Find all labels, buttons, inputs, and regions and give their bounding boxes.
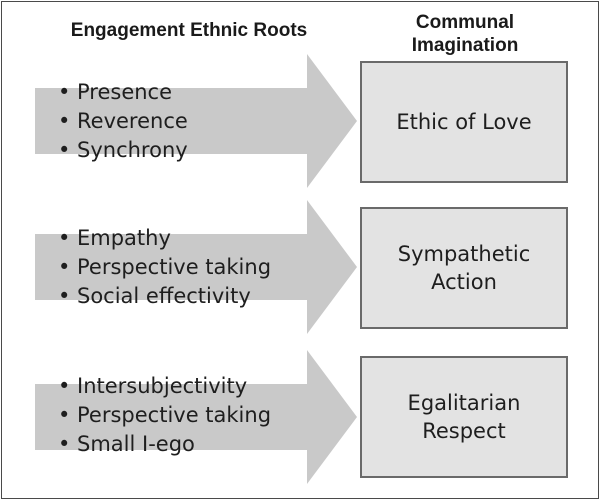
bullet-item: Social effectivity xyxy=(58,282,271,311)
bullet-item: Small I-ego xyxy=(58,430,271,459)
outcome-line: Respect xyxy=(422,419,506,443)
outcome-line: Sympathetic xyxy=(397,242,531,266)
bullet-item: Perspective taking xyxy=(58,253,271,282)
bullet-list-row-3: Intersubjectivity Perspective taking Sma… xyxy=(58,372,271,459)
bullet-list-row-2: Empathy Perspective taking Social effect… xyxy=(58,224,271,311)
bullet-item: Reverence xyxy=(58,107,188,136)
outcome-line: Ethic of Love xyxy=(396,110,532,134)
bullet-item: Presence xyxy=(58,78,188,107)
right-heading-line-2: Imagination xyxy=(411,35,519,56)
bullet-list-row-1: Presence Reverence Synchrony xyxy=(58,78,188,165)
bullet-item: Perspective taking xyxy=(58,401,271,430)
bullet-item: Intersubjectivity xyxy=(58,372,271,401)
bullet-item: Synchrony xyxy=(58,136,188,165)
outcome-box-row-2: Sympathetic Action xyxy=(360,207,568,329)
outcome-box-row-1: Ethic of Love xyxy=(360,61,568,183)
outcome-box-row-3: Egalitarian Respect xyxy=(360,356,568,478)
right-heading-line-1: Communal xyxy=(415,12,515,33)
outcome-line: Egalitarian xyxy=(407,391,521,415)
left-column-heading: Engagement Ethnic Roots xyxy=(70,20,308,41)
right-column-heading: Communal Imagination xyxy=(360,11,570,57)
outcome-line: Action xyxy=(431,270,497,294)
bullet-item: Empathy xyxy=(58,224,271,253)
